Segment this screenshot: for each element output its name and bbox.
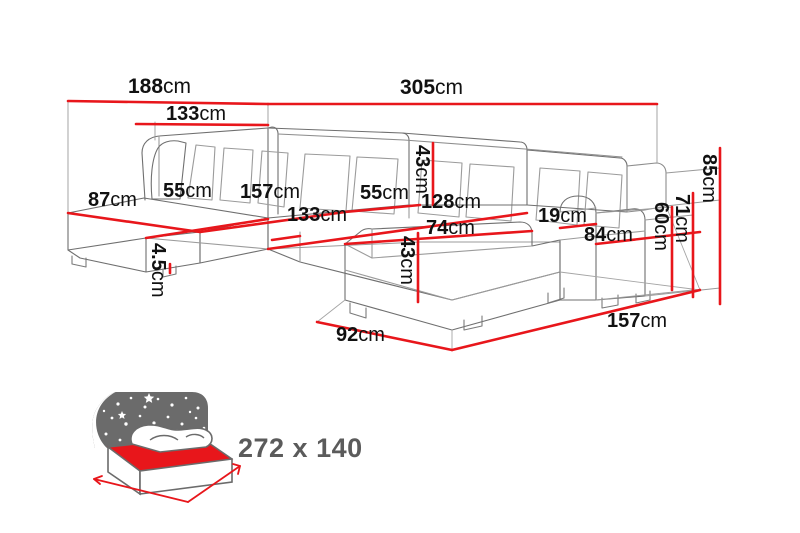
dimension-label-188: 188cm	[128, 75, 192, 98]
bed-dimline-width	[187, 465, 241, 503]
bed-body	[106, 424, 234, 496]
dimension-label-84: 84cm	[584, 224, 633, 246]
dimline-84	[594, 230, 702, 246]
dimline-188	[66, 99, 270, 106]
dimline-92	[315, 320, 454, 352]
dimline-87	[66, 211, 202, 234]
dimline-128	[266, 211, 529, 251]
dimline-157-right	[450, 288, 702, 352]
main-back-cushions	[299, 153, 623, 229]
dimension-label-133-top: 133cm	[166, 103, 227, 125]
dimline-133-seat	[270, 234, 302, 242]
main-back-module	[267, 127, 628, 213]
dimline-157	[198, 210, 347, 234]
left-back-cushions	[150, 140, 289, 208]
dimline-19	[558, 222, 598, 230]
dimension-label-55-left: 55cm	[163, 180, 212, 202]
dimension-label-19: 19cm	[538, 205, 587, 227]
sleeping-area-label: 272 x 140	[238, 433, 363, 463]
dimension-label-157: 157cm	[240, 181, 301, 203]
dimension-label-92: 92cm	[336, 324, 385, 346]
dimline-55-left	[144, 217, 270, 240]
dimension-label-305: 305cm	[400, 76, 464, 99]
dimline-133-top	[134, 122, 270, 127]
dimline-74	[343, 229, 534, 246]
dimension-label-87: 87cm	[88, 189, 137, 211]
dimension-label-128: 128cm	[421, 191, 482, 213]
dimension-label-74: 74cm	[426, 217, 475, 239]
dimension-label-133-corner: 133cm	[287, 204, 348, 226]
dimline-55-right	[343, 203, 422, 214]
dimension-label-55-right: 55cm	[360, 182, 409, 204]
dimension-label-157-right: 157cm	[607, 310, 668, 332]
bed-dimline-length	[93, 478, 189, 503]
